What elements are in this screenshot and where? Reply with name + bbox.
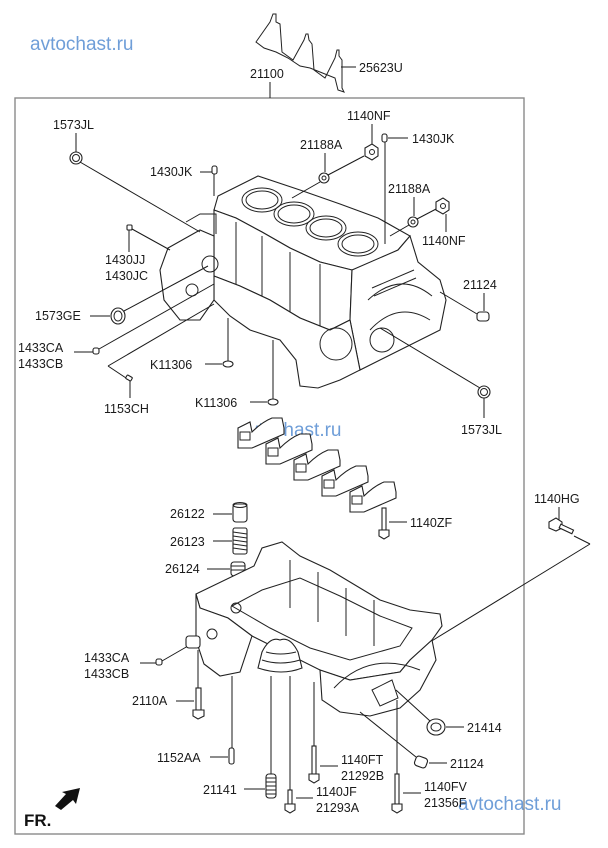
leader-line (107, 303, 215, 367)
label-21141[interactable]: 21141 (203, 783, 237, 797)
main-bearing-caps-part[interactable] (237, 417, 397, 513)
cylinder-block-part[interactable] (159, 175, 447, 389)
plug-1430jj-part[interactable] (126, 224, 133, 231)
nut-1140nf-1-part[interactable] (364, 143, 379, 161)
label-1573jl-front[interactable]: 1573JL (53, 118, 94, 132)
label-1573jl-rear[interactable]: 1573JL (461, 423, 502, 437)
leader-line (416, 207, 439, 220)
label-21188a-2[interactable]: 21188A (388, 182, 431, 196)
bolt-2110a-part[interactable] (192, 687, 205, 720)
bolt-1140hg-part[interactable] (548, 517, 575, 535)
label-21188a-1[interactable]: 21188A (300, 138, 343, 152)
leader-line (439, 291, 478, 315)
label-26124[interactable]: 26124 (165, 562, 200, 576)
arrow-down-left-icon (55, 788, 80, 810)
label-26123[interactable]: 26123 (170, 535, 205, 549)
leader-line (123, 265, 209, 312)
label-21293a[interactable]: 21293A (316, 801, 360, 815)
label-1430jc[interactable]: 1430JC (105, 269, 148, 283)
label-1573ge[interactable]: 1573GE (35, 309, 81, 323)
bolt-1140jf-part[interactable] (284, 789, 296, 814)
leader-line (107, 365, 127, 379)
label-2110a[interactable]: 2110A (132, 694, 168, 708)
relief-valve-spring-part[interactable] (232, 527, 248, 555)
bolt-1140zf-part[interactable] (378, 507, 390, 540)
bolt-1153ch-part[interactable] (125, 374, 133, 382)
leader-line (395, 689, 431, 722)
front-direction-label: FR. (24, 811, 51, 830)
label-1430jk-right[interactable]: 1430JK (412, 132, 455, 146)
label-1152aa[interactable]: 1152AA (157, 751, 201, 765)
dowel-21124-right-part[interactable] (476, 311, 490, 322)
pin-1152aa-part[interactable] (228, 747, 235, 765)
label-1140zf[interactable]: 1140ZF (410, 516, 453, 530)
washer-21188a-2-part[interactable] (407, 216, 419, 228)
label-1140nf-1[interactable]: 1140NF (347, 109, 391, 123)
bolt-1140ft-part[interactable] (308, 745, 320, 784)
label-25623u[interactable]: 25623U (359, 61, 403, 75)
label-21100[interactable]: 21100 (250, 67, 284, 81)
leader-line (389, 224, 410, 237)
watermark-bottom: avtochast.ru (458, 794, 562, 815)
oil-seal-front-part[interactable] (69, 151, 83, 165)
label-26122[interactable]: 26122 (170, 507, 205, 521)
leader-line (291, 181, 321, 199)
dowel-1430jk-left-part[interactable] (211, 165, 218, 175)
plug-1433ca-bottom-part[interactable] (155, 658, 163, 666)
head-gasket-part[interactable] (255, 13, 345, 93)
nut-1140nf-2-part[interactable] (435, 197, 450, 215)
dowel-21124-bottom-part[interactable] (413, 755, 429, 769)
oil-pan-ladder-frame-part[interactable] (195, 541, 443, 717)
leader-line (379, 327, 481, 389)
leader-line (161, 645, 189, 662)
stud-21141-part[interactable] (265, 773, 277, 799)
label-1140ft[interactable]: 1140FT (341, 753, 384, 767)
label-1140nf-2[interactable]: 1140NF (422, 234, 466, 248)
leader-line (131, 228, 171, 251)
clip-21414-part[interactable] (426, 718, 446, 736)
label-21292b[interactable]: 21292B (341, 769, 384, 783)
label-21414[interactable]: 21414 (467, 721, 502, 735)
k-ring-2-part[interactable] (267, 398, 279, 406)
seal-1573ge-part[interactable] (110, 307, 126, 325)
bolt-1140fv-part[interactable] (391, 773, 403, 814)
oil-seal-rear-part[interactable] (477, 385, 491, 399)
label-1433ca-bottom[interactable]: 1433CA (84, 651, 130, 665)
leader-line (79, 161, 201, 233)
leader-line (359, 711, 417, 758)
plug-1433ca-top-part[interactable] (92, 347, 100, 355)
label-21124-bottom[interactable]: 21124 (450, 757, 484, 771)
label-21356f[interactable]: 21356F (424, 796, 467, 810)
relief-valve-cap-part[interactable] (232, 502, 248, 523)
label-1140hg[interactable]: 1140HG (534, 492, 580, 506)
leader-line (573, 535, 591, 545)
label-21124-right[interactable]: 21124 (463, 278, 497, 292)
label-1140jf[interactable]: 1140JF (316, 785, 357, 799)
dowel-1430jk-right-part[interactable] (381, 133, 388, 143)
label-k11306-1[interactable]: K11306 (150, 358, 192, 372)
label-1433ca-top[interactable]: 1433CA (18, 341, 64, 355)
fitting-1433-part[interactable] (185, 635, 201, 649)
label-1140fv[interactable]: 1140FV (424, 780, 468, 794)
label-1430jj[interactable]: 1430JJ (105, 253, 145, 267)
washer-21188a-1-part[interactable] (318, 172, 330, 184)
leader-line (429, 543, 591, 643)
label-k11306-2[interactable]: K11306 (195, 396, 237, 410)
label-1433cb-bottom[interactable]: 1433CB (84, 667, 129, 681)
label-1153ch[interactable]: 1153CH (104, 402, 149, 416)
leader-line (98, 283, 215, 350)
label-1433cb-top[interactable]: 1433CB (18, 357, 63, 371)
leader-line (327, 155, 365, 176)
watermark-top: avtochast.ru (30, 34, 134, 55)
k-ring-1-part[interactable] (222, 360, 234, 368)
label-1430jk-left[interactable]: 1430JK (150, 165, 193, 179)
